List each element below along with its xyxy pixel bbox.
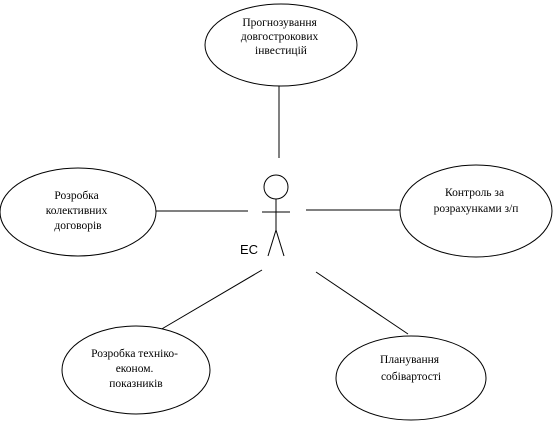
use-case-agreements: Розробка колективних договорів — [0, 167, 157, 257]
svg-text:Планування собівартості: Планування собівартості — [380, 354, 442, 383]
svg-text:Розробка колективних: Розробка колективних договорів — [46, 190, 110, 232]
use-case-costing: Планування собівартості — [335, 335, 487, 421]
svg-text:Контроль за розрахунками: Контроль за розрахунками з/п — [434, 187, 519, 215]
use-case-indicators: Розробка техніко- економ. показників — [61, 325, 211, 415]
use-case-indicators-line-3: показників — [109, 378, 163, 390]
association-indicators — [159, 269, 263, 331]
use-case-forecast-line-2: довгострокових — [241, 31, 319, 43]
association-costing — [315, 271, 409, 335]
actor-label: ЕС — [240, 242, 258, 257]
use-case-forecast-line-1: Прогнозування — [242, 17, 317, 29]
svg-text:Розробка техніко- економ: Розробка техніко- економ. показників — [91, 348, 181, 390]
svg-text:Прогнозування довгострок: Прогнозування довгострокових інвестицій — [241, 17, 321, 57]
use-case-agreements-line-3: договорів — [54, 220, 102, 232]
use-case-costing-line-1: Планування — [380, 354, 440, 366]
use-case-payroll-line-1: Контроль за — [445, 187, 504, 199]
stick-figure-actor-icon — [262, 174, 290, 257]
use-case-agreements-line-1: Розробка — [54, 190, 98, 202]
use-case-forecast: Прогнозування довгострокових інвестицій — [204, 3, 358, 87]
use-case-costing-line-2: собівартості — [381, 371, 441, 383]
use-case-indicators-line-1: Розробка техніко- — [91, 348, 178, 360]
use-case-payroll: Контроль за розрахунками з/п — [399, 164, 553, 258]
use-case-forecast-line-3: інвестицій — [255, 45, 307, 57]
use-case-indicators-line-2: економ. — [116, 363, 154, 375]
use-case-payroll-line-2: розрахунками з/п — [434, 203, 519, 215]
use-case-agreements-line-2: колективних — [46, 205, 108, 217]
